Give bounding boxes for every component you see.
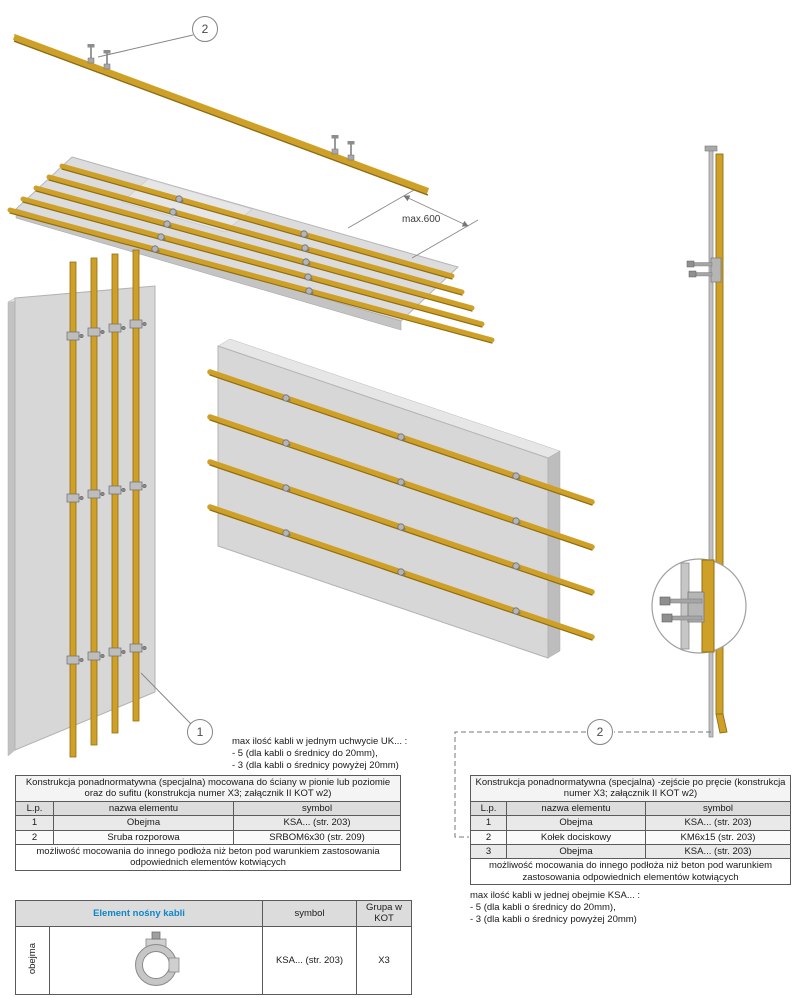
cell-name: Obejma bbox=[506, 843, 646, 860]
cell-lp: 2 bbox=[470, 829, 507, 845]
table-left-col-name: nazwa elementu bbox=[53, 800, 234, 817]
bottom-table-header-symbol: symbol bbox=[262, 900, 357, 927]
cell-symbol: KSA... (str. 203) bbox=[645, 815, 791, 831]
cell-name: Obejma bbox=[506, 815, 646, 831]
top-rail bbox=[12, 33, 430, 196]
table-left-col-lp: L.p. bbox=[15, 800, 54, 817]
bottom-table-header-element: Element nośny kabli bbox=[15, 900, 263, 927]
table-row: 2 Kołek dociskowy KM6x15 (str. 203) bbox=[470, 829, 791, 845]
note-right-line2: - 5 (dla kabli o średnicy do 20mm), bbox=[470, 901, 616, 913]
cell-lp: 3 bbox=[470, 843, 507, 860]
cell-symbol: KM6x15 (str. 203) bbox=[645, 829, 791, 845]
leader-lines bbox=[97, 34, 194, 725]
cell-symbol: SRBOM6x30 (str. 209) bbox=[232, 829, 402, 845]
note-left: max ilość kabli w jednym uchwycie UK... … bbox=[232, 736, 472, 772]
callout-balloon-2-top: 2 bbox=[192, 16, 218, 42]
dashed-reference-lines bbox=[454, 731, 711, 838]
cell-lp: 2 bbox=[15, 829, 54, 845]
cell-symbol: KSA... (str. 203) bbox=[645, 843, 791, 860]
rail-anchor-pins bbox=[87, 44, 355, 161]
dimension-lines bbox=[347, 189, 479, 259]
callout-balloon-2-right: 2 bbox=[587, 719, 613, 745]
callout-balloon-1: 1 bbox=[187, 719, 213, 745]
note-right: max ilość kabli w jednej obejmie KSA... … bbox=[470, 890, 730, 926]
table-row: obejma KSA... (str. 203) X3 bbox=[15, 925, 412, 995]
left-wall-panel bbox=[7, 285, 156, 757]
table-left-footer: możliwość mocowania do innego podłoża ni… bbox=[14, 843, 402, 871]
bottom-table-header-group: Grupa w KOT bbox=[356, 900, 412, 927]
table-row: 2 Sruba rozporowa SRBOM6x30 (str. 209) bbox=[15, 829, 402, 845]
table-right-col-name: nazwa elementu bbox=[506, 800, 646, 817]
row-label-obejma: obejma bbox=[26, 943, 38, 975]
cell-lp: 1 bbox=[15, 815, 54, 831]
cell-name: Kołek dociskowy bbox=[506, 829, 646, 845]
vertical-rod-assembly bbox=[686, 145, 728, 738]
note-left-line2: - 5 (dla kabli o średnicy do 20mm), bbox=[232, 747, 378, 759]
table-right-col-symbol: symbol bbox=[645, 800, 791, 817]
dimension-label: max.600 bbox=[402, 214, 441, 225]
note-right-line1: max ilość kabli w jednej obejmie KSA... … bbox=[470, 890, 641, 901]
table-rod-descent-construction: Konstrukcja ponadnormatywna (specjalna) … bbox=[470, 775, 791, 886]
table-right-footer: możliwość mocowania do innego podłoża ni… bbox=[470, 858, 791, 886]
pipe-clamp-illustration bbox=[135, 931, 180, 986]
table-row: 3 Obejma KSA... (str. 203) bbox=[470, 843, 791, 860]
note-right-line3: - 3 (dla kabli o średnicy powyżej 20mm) bbox=[470, 913, 637, 925]
cell-lp: 1 bbox=[470, 815, 507, 831]
rod-upper-clamp bbox=[686, 257, 722, 283]
table-row: 1 Obejma KSA... (str. 203) bbox=[15, 815, 402, 831]
cell-name: Sruba rozporowa bbox=[53, 829, 234, 845]
middle-wall-panel bbox=[217, 338, 561, 659]
table-left-title: Konstrukcja ponadnormatywna (specjalna) … bbox=[14, 775, 402, 802]
cell-name: Obejma bbox=[53, 815, 234, 831]
table-left-col-symbol: symbol bbox=[232, 800, 402, 817]
table-right-title: Konstrukcja ponadnormatywna (specjalna) … bbox=[470, 775, 791, 802]
table-right-col-lp: L.p. bbox=[470, 800, 507, 817]
ceiling-cables bbox=[7, 163, 495, 344]
cell-symbol: KSA... (str. 203) bbox=[232, 815, 402, 831]
note-left-line3: - 3 (dla kabli o średnicy powyżej 20mm) bbox=[232, 759, 399, 771]
note-left-line1: max ilość kabli w jednym uchwycie UK... … bbox=[232, 736, 408, 747]
bottom-table-symbol-value: KSA... (str. 203) bbox=[262, 925, 357, 995]
table-row: 1 Obejma KSA... (str. 203) bbox=[470, 815, 791, 831]
table-wall-ceiling-construction: Konstrukcja ponadnormatywna (specjalna) … bbox=[14, 775, 402, 871]
table-cable-carrier-element: Element nośny kabli symbol Grupa w KOT o… bbox=[15, 900, 412, 995]
detail-circle bbox=[651, 558, 747, 654]
bottom-table-group-value: X3 bbox=[356, 925, 412, 995]
